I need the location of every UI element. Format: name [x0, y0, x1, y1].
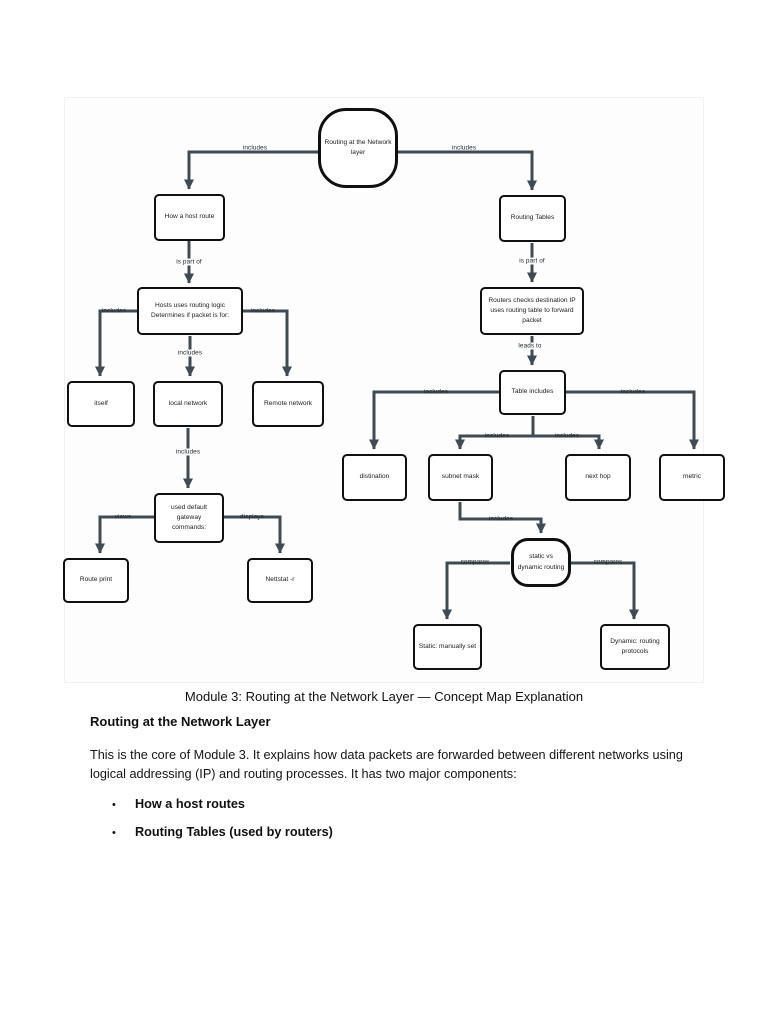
- node-static-vs-dynamic-routing: static vs dynamic routing: [511, 538, 571, 587]
- node-routers-checks-destination: Routers checks destination IP uses routi…: [480, 287, 584, 335]
- node-how-a-host-route: How a host route: [154, 194, 225, 241]
- edge-label-includes: includes: [423, 388, 449, 396]
- edge-label-includes: includes: [250, 307, 276, 315]
- list-item: • How a host routes: [112, 797, 245, 811]
- edge-label-includes: includes: [172, 448, 204, 456]
- node-subnet-mask: subnet mask: [428, 454, 493, 501]
- node-routing-at-the-network-layer: Routing at the Network layer: [318, 108, 398, 188]
- list-item: • Routing Tables (used by routers): [112, 825, 333, 839]
- bullet-icon: •: [112, 799, 116, 811]
- edge-label-compares: compares: [593, 558, 623, 566]
- edge-label-includes: includes: [484, 432, 510, 440]
- node-itself: itself: [67, 381, 135, 427]
- section-heading: Routing at the Network Layer: [90, 714, 271, 729]
- node-remote-network: Remote network: [252, 381, 324, 427]
- edge-label-leads-to: leads to: [515, 342, 545, 350]
- edge-label-views: views: [114, 513, 132, 521]
- node-dynamic-routing-protocols: Dynamic: routing protocols: [600, 624, 670, 670]
- node-routing-tables: Routing Tables: [499, 195, 566, 242]
- bullet-text: How a host routes: [135, 797, 245, 811]
- body-paragraph: This is the core of Module 3. It explain…: [90, 748, 683, 781]
- edge-label-includes: includes: [101, 307, 127, 315]
- edge-label-compares: compares: [460, 558, 490, 566]
- edge-label-includes: includes: [488, 515, 514, 523]
- node-hosts-uses-routing-logic: Hosts uses routing logic Determines if p…: [137, 287, 243, 335]
- node-metric: metric: [659, 454, 725, 501]
- bullet-text: Routing Tables (used by routers): [135, 825, 333, 839]
- bullet-icon: •: [112, 827, 116, 839]
- edge-label-includes: includes: [242, 144, 268, 152]
- node-local-network: local network: [153, 381, 223, 427]
- node-table-includes: Table includes: [499, 370, 566, 415]
- edge-label-is-part-of: is part of: [173, 258, 205, 266]
- node-nettstat-r: Nettstat -r: [247, 558, 313, 603]
- edge-label-includes: includes: [620, 388, 646, 396]
- node-static-manually-set: Static: manually set: [413, 624, 482, 670]
- node-next-hop: next hop: [565, 454, 631, 501]
- node-used-default-gateway-commands: used default gateway commands:: [154, 493, 224, 543]
- node-route-print: Route print: [63, 558, 129, 603]
- edge-label-includes: includes: [451, 144, 477, 152]
- node-distination: distination: [342, 454, 407, 501]
- edge-label-displays: displays: [240, 513, 264, 521]
- figure-caption: Module 3: Routing at the Network Layer —…: [184, 689, 584, 704]
- edge-label-includes: includes: [554, 432, 580, 440]
- edge-label-is-part-of: is part of: [516, 257, 548, 265]
- edge-label-includes: includes: [174, 349, 206, 357]
